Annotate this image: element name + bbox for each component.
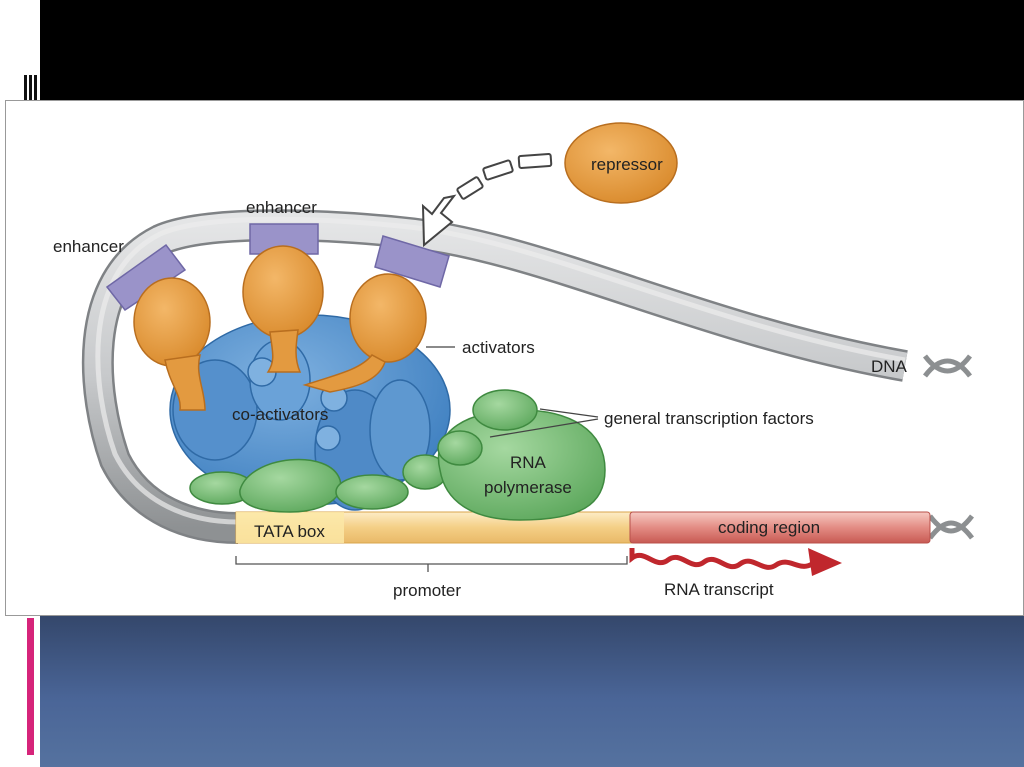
dna-helix-end-upper bbox=[923, 354, 972, 378]
general-transcription-factors-label: general transcription factors bbox=[604, 409, 814, 428]
title-bar-tick bbox=[29, 75, 32, 103]
rna-polymerase bbox=[437, 389, 606, 521]
enhancer-left-label: enhancer bbox=[53, 237, 124, 256]
dna-strand bbox=[81, 209, 908, 544]
rna-transcript-label: RNA transcript bbox=[664, 580, 774, 599]
repressor-label: repressor bbox=[591, 155, 663, 174]
activator-right bbox=[302, 273, 427, 393]
repressor bbox=[564, 122, 678, 204]
enhancer-bands bbox=[105, 223, 450, 312]
rna-polymerase-label-line1: RNA bbox=[510, 453, 547, 472]
slide-accent-stripe bbox=[27, 618, 34, 755]
repressor-arrow bbox=[421, 153, 553, 248]
activator-left bbox=[133, 277, 211, 411]
dna-label: DNA bbox=[871, 357, 908, 376]
tata-box-label: TATA box bbox=[254, 522, 325, 541]
activator-middle bbox=[242, 245, 324, 373]
promoter-bracket bbox=[235, 556, 628, 572]
coding-region bbox=[629, 511, 931, 544]
co-activators-label: co-activators bbox=[232, 405, 328, 424]
activators-label: activators bbox=[462, 338, 535, 357]
transcription-factors-complex bbox=[189, 454, 448, 513]
slide-title-bar bbox=[40, 0, 1024, 100]
promoter-region bbox=[235, 511, 633, 544]
enhancer-top-label: enhancer bbox=[246, 198, 317, 217]
rna-transcript-arrow bbox=[629, 548, 842, 576]
title-bar-tick bbox=[24, 75, 27, 103]
dna-helix-end-lower bbox=[928, 514, 974, 540]
slide-bottom-panel bbox=[40, 615, 1024, 767]
rna-polymerase-label-line2: polymerase bbox=[484, 478, 572, 497]
pointer-lines bbox=[426, 346, 599, 438]
promoter-label: promoter bbox=[393, 581, 461, 600]
title-bar-tick bbox=[34, 75, 37, 103]
coding-region-label: coding region bbox=[718, 518, 820, 537]
